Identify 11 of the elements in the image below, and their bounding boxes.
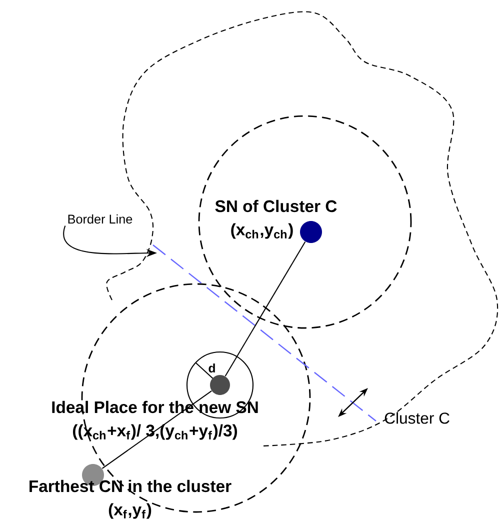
connecting-line	[224, 241, 306, 376]
node-dot	[300, 221, 322, 243]
node-dot	[210, 375, 230, 395]
node-label: (x$_{ch}$,y$_{ch}$)	[231, 223, 293, 239]
radius-label: d	[208, 363, 215, 372]
cluster-label: Cluster C	[384, 412, 450, 424]
node-label: (x$_{f}$,y$_{f}$)	[108, 503, 152, 519]
callout-text: Border Line	[68, 214, 132, 224]
node-label: SN of Cluster C	[215, 200, 337, 212]
connecting-line	[102, 390, 212, 469]
node-label: Farthest CN in the cluster	[30, 480, 232, 492]
